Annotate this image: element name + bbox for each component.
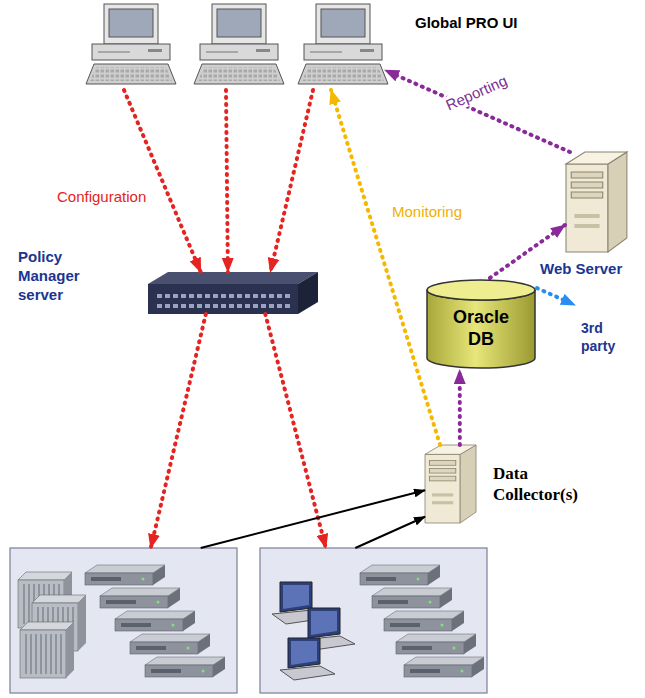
flow-arrow xyxy=(226,90,228,272)
device-panel xyxy=(10,548,237,693)
flow-arrow xyxy=(355,517,425,548)
edge-label: Configuration xyxy=(55,188,148,206)
edge-label: Monitoring xyxy=(390,203,464,221)
web-server: Web Server xyxy=(565,152,627,252)
flow-arrow xyxy=(124,90,201,272)
flow-arrow xyxy=(537,288,575,305)
target-label: 3rd party xyxy=(581,320,633,355)
flow-arrow xyxy=(201,490,425,548)
flow-arrow xyxy=(270,90,313,272)
collector-server: Data Collector(s) xyxy=(425,445,477,523)
edge-label: Reporting xyxy=(441,71,511,116)
device-panel xyxy=(260,548,487,693)
database-cylinder: Oracle DB xyxy=(425,278,537,370)
client-workstations: Global PRO UI xyxy=(85,0,385,90)
third-party-target: 3rd party xyxy=(575,298,637,362)
server-label: Data Collector(s) xyxy=(493,463,605,506)
server-label: Policy Manager server xyxy=(18,248,118,304)
server-label: Web Server xyxy=(540,260,622,279)
database-label: Oracle DB xyxy=(441,306,521,351)
flow-arrow xyxy=(265,314,326,548)
flow-arrow xyxy=(331,90,440,445)
flow-arrow xyxy=(385,70,570,152)
policy-server: Policy Manager server xyxy=(148,272,318,314)
flow-arrow xyxy=(151,314,206,548)
flow-arrow xyxy=(458,370,462,445)
group-title: Global PRO UI xyxy=(415,14,518,33)
